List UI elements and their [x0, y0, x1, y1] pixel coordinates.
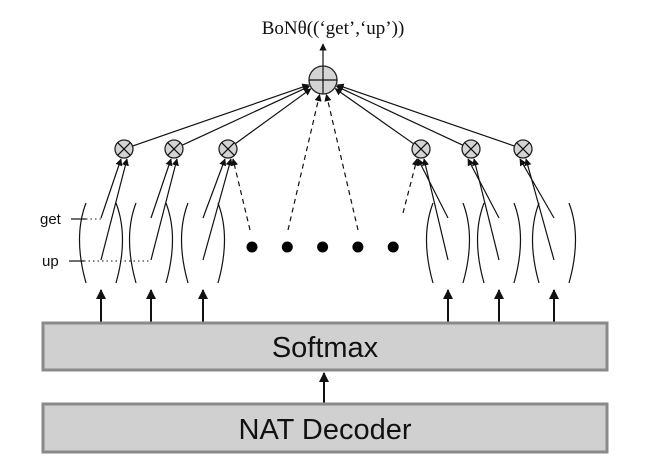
- nat-decoder-box: [41, 402, 609, 454]
- edge-right-2-to-sum: [336, 83, 515, 147]
- dist-curve-right-L0: [115, 202, 124, 284]
- up-arrow-R1: [472, 158, 500, 261]
- get-arrow-L2: [202, 158, 227, 219]
- dist-curve-left-L2: [180, 202, 189, 284]
- multiply-stroke-b: [117, 142, 131, 156]
- nat-decoder-label: NAT Decoder: [239, 414, 412, 446]
- dist-curve-right-L1: [165, 202, 174, 284]
- multiply-stroke-b: [221, 142, 235, 156]
- dashed-edge-to-right-node: [402, 158, 419, 214]
- up-arrow-L1: [150, 158, 179, 261]
- ellipsis-dot: [281, 241, 293, 253]
- dist-curve-right-L2: [217, 202, 226, 284]
- nodes: [114, 65, 533, 253]
- get-arrow-R0: [417, 158, 449, 219]
- dist-curve-left-L1: [128, 202, 137, 284]
- dist-curve-left-R2: [531, 202, 540, 284]
- diagram-title: BoNθ((‘get’,‘up’)): [262, 18, 405, 39]
- dist-curve-right-R1: [513, 202, 522, 284]
- multiply-stroke-b: [516, 142, 530, 156]
- up-arrow-L2: [202, 158, 233, 261]
- token-label-up: up: [42, 253, 59, 270]
- ellipsis-dot: [387, 241, 399, 253]
- dashed-edge-to-sum-1: [324, 93, 359, 231]
- get-arrow-L1: [150, 158, 173, 219]
- get-arrow-R1: [467, 158, 500, 219]
- softmax-label: Softmax: [272, 332, 379, 364]
- dist-curve-left-L0: [78, 202, 87, 284]
- up-arrow-L0: [100, 158, 129, 261]
- dist-curve-right-R0: [462, 202, 471, 284]
- up-arrow-R0: [421, 158, 449, 261]
- dist-curve-right-R2: [568, 202, 577, 284]
- edge-right-1-to-sum: [335, 85, 464, 146]
- edge-left-1-to-sum: [181, 85, 311, 146]
- ellipsis-dot: [246, 241, 258, 253]
- edges: [96, 83, 559, 322]
- edge-left-0-to-sum: [132, 83, 310, 147]
- up-arrow-R2: [524, 158, 555, 261]
- edge-right-0-to-sum: [334, 88, 414, 145]
- dashed-edge-to-left-node: [231, 158, 251, 231]
- dist-curve-left-R1: [476, 202, 485, 284]
- softmax-box: [41, 321, 609, 372]
- multiply-stroke-b: [167, 142, 181, 156]
- edge-left-2-to-sum: [234, 88, 312, 145]
- multiply-stroke-b: [464, 142, 478, 156]
- token-label-get: get: [40, 211, 62, 228]
- dashed-edge-to-sum-0: [287, 93, 322, 231]
- multiply-stroke-b: [414, 142, 428, 156]
- ellipsis-dot: [352, 241, 364, 253]
- dist-curve-left-R0: [425, 202, 434, 284]
- distribution-curves: [78, 202, 577, 284]
- get-arrow-L0: [100, 158, 123, 219]
- get-arrow-R2: [519, 158, 555, 219]
- ellipsis-dot: [317, 241, 329, 253]
